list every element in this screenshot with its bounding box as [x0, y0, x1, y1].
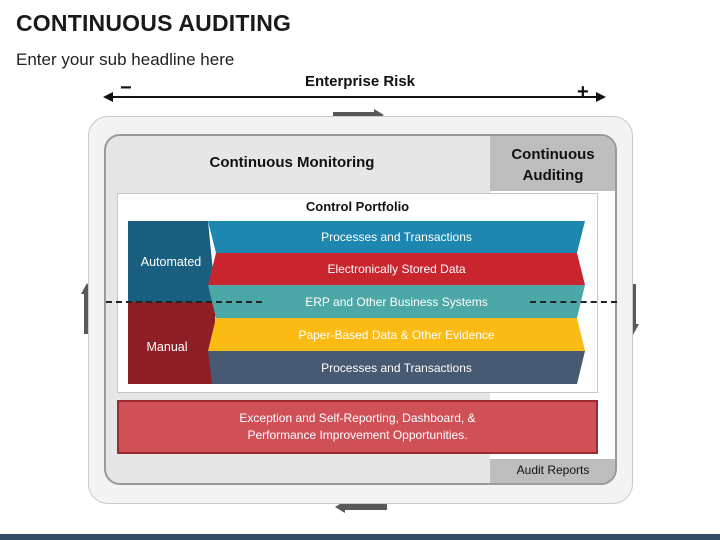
- row-erp-systems: ERP and Other Business Systems: [305, 294, 488, 309]
- audit-reports-label: Audit Reports: [516, 463, 590, 477]
- continuous-auditing-label-line1: Continuous: [511, 146, 595, 163]
- continuous-auditing-label-line2: Auditing: [522, 167, 584, 184]
- band-processes-transactions-top: [208, 221, 585, 253]
- risk-plus-sign: +: [577, 81, 589, 103]
- divider-dashed-right: [530, 301, 617, 303]
- exception-line-1: Exception and Self-Reporting, Dashboard,…: [239, 411, 476, 425]
- risk-minus-sign: −: [120, 77, 132, 99]
- row-electronically-stored-data: Electronically Stored Data: [327, 262, 466, 276]
- band-electronically-stored-data: [208, 253, 585, 285]
- enterprise-risk-arrow: [103, 92, 606, 102]
- continuous-auditing-label: Continuous Auditing: [490, 144, 616, 186]
- row-paper-based-data: Paper-Based Data & Other Evidence: [298, 327, 495, 342]
- enterprise-risk-label: Enterprise Risk: [304, 73, 416, 90]
- bottom-flow-arrow-left: [335, 501, 387, 513]
- manual-group-block: [128, 302, 216, 384]
- exception-line-2: Performance Improvement Opportunities.: [247, 428, 468, 442]
- exception-reporting-box: Exception and Self-Reporting, Dashboard,…: [117, 400, 598, 454]
- band-erp-systems: [208, 285, 585, 318]
- divider-dashed-left: [106, 301, 262, 303]
- row-processes-transactions-top: Processes and Transactions: [321, 230, 472, 244]
- manual-label: Manual: [146, 339, 188, 354]
- page-title: CONTINUOUS AUDITING: [16, 10, 292, 36]
- automated-label: Automated: [140, 254, 202, 269]
- band-processes-transactions-bottom: [208, 351, 585, 384]
- row-processes-transactions-bottom: Processes and Transactions: [321, 360, 472, 375]
- band-paper-based-data: [208, 318, 585, 351]
- automated-group-block: [128, 221, 216, 302]
- footer-bar: [0, 534, 720, 540]
- control-portfolio-title: Control Portfolio: [305, 199, 410, 214]
- page-subtitle: Enter your sub headline here: [16, 50, 235, 69]
- continuous-monitoring-label: Continuous Monitoring: [209, 154, 375, 171]
